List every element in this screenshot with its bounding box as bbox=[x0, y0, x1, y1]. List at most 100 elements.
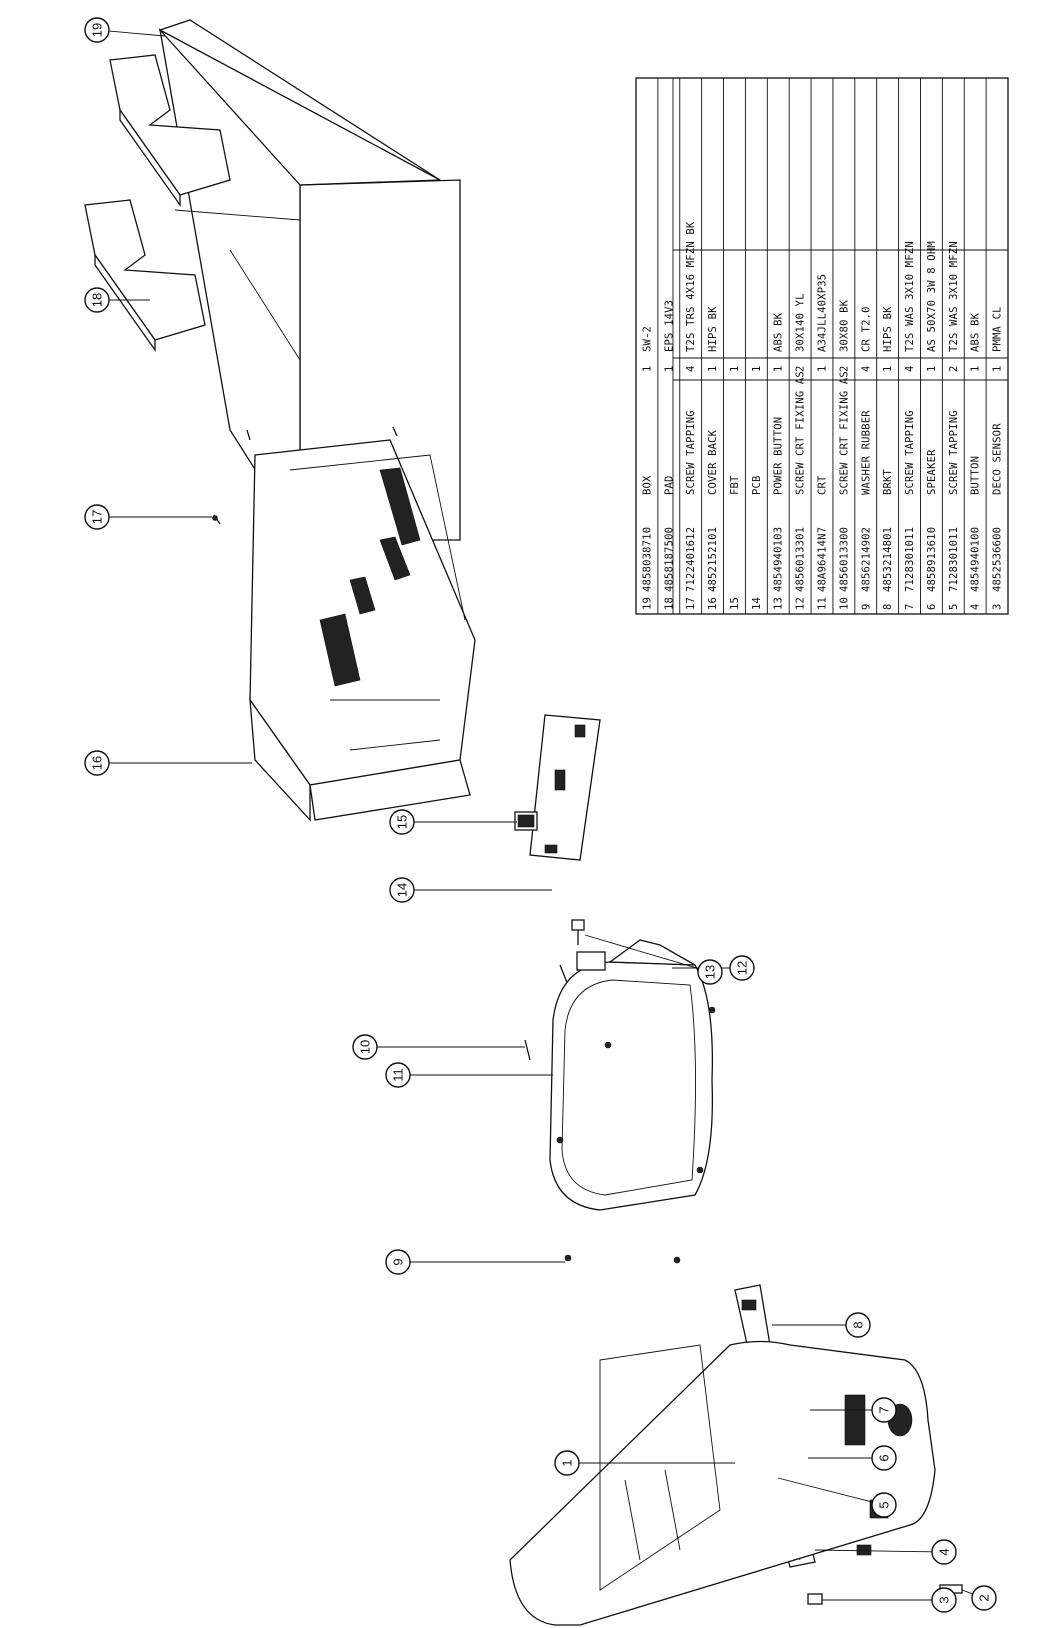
leader-line-13 bbox=[584, 934, 699, 970]
bom-cell-description: PAD bbox=[663, 475, 675, 495]
bom-cell-description: SCREW CRT FIXING AS bbox=[838, 371, 850, 495]
bom-cell-description: COVER BACK bbox=[707, 429, 719, 495]
callout-6: 6 bbox=[871, 1445, 897, 1471]
callout-circle-4 bbox=[931, 1539, 957, 1565]
bom-cell-description: PCB bbox=[751, 475, 763, 495]
callout-3: 3 bbox=[931, 1587, 957, 1613]
part-11-crt bbox=[549, 939, 716, 1211]
bom-cell-description: DECO SENSOR bbox=[992, 423, 1004, 495]
bom-cell-part-no: 4856214902 bbox=[860, 527, 872, 592]
callout-label-8: 8 bbox=[851, 1321, 866, 1328]
callout-label-9: 9 bbox=[391, 1258, 406, 1265]
callout-circle-2 bbox=[971, 1585, 997, 1611]
bom-cell-spec: AS 50X70 3W 8 OHM bbox=[926, 241, 938, 352]
bom-row: 17 7122401612 SCREW TAPPING 4 T2S TRS 4X16 M… bbox=[685, 221, 697, 610]
bom-cell-qty: 2 bbox=[948, 365, 960, 372]
bom-cell-item: 3 bbox=[992, 603, 1004, 610]
callout-label-19: 19 bbox=[90, 23, 105, 37]
callout-circle-6 bbox=[871, 1445, 897, 1471]
bom-cell-spec: PMMA CL bbox=[992, 306, 1004, 352]
bom-cell-item: 19 bbox=[641, 597, 653, 610]
bom-cell-description: WASHER RUBBER bbox=[860, 410, 872, 495]
callout-label-6: 6 bbox=[877, 1454, 892, 1461]
part-16-cover-back bbox=[249, 439, 476, 822]
bom-cell-description: SCREW TAPPING bbox=[685, 410, 697, 495]
callout-circle-1 bbox=[554, 1450, 580, 1476]
bom-cell-spec: 30X80 BK bbox=[838, 299, 850, 352]
bom-cell-item: 8 bbox=[882, 603, 894, 610]
bom-cell-item: 7 bbox=[904, 603, 916, 610]
bom-cell-spec: A34JLL40XP35 bbox=[817, 274, 829, 352]
bom-cell-part-no: 4858038710 bbox=[641, 527, 653, 592]
bom-cell-qty: 4 bbox=[685, 365, 697, 372]
callout-circle-10 bbox=[352, 1034, 378, 1060]
bom-cell-spec: CR T2.0 bbox=[860, 306, 872, 352]
part-screws-loose bbox=[246, 426, 398, 441]
callout-circle-14 bbox=[389, 877, 415, 903]
callout-label-5: 5 bbox=[877, 1501, 892, 1508]
bom-cell-qty: 1 bbox=[751, 365, 763, 372]
bom-cell-item: 17 bbox=[685, 597, 697, 610]
bom-cell-qty: 1 bbox=[970, 365, 982, 372]
callout-8: 8 bbox=[845, 1312, 871, 1338]
part-9-washers bbox=[564, 1254, 681, 1264]
callout-circle-19 bbox=[84, 17, 110, 43]
bom-cell-spec: HIPS BK bbox=[882, 306, 894, 352]
callout-11: 11 bbox=[385, 1062, 411, 1088]
bom-cell-item: 15 bbox=[729, 597, 741, 610]
callout-circle-9 bbox=[385, 1249, 411, 1275]
bom-cell-qty: 1 bbox=[926, 365, 938, 372]
bom-cell-description: BOX bbox=[641, 475, 653, 495]
callout-circle-11 bbox=[385, 1062, 411, 1088]
bom-cell-qty: 1 bbox=[729, 365, 741, 372]
bom-cell-qty: 1 bbox=[663, 365, 675, 372]
callout-15: 15 bbox=[389, 809, 415, 835]
bom-cell-description: BRKT bbox=[882, 468, 894, 495]
bom-cell-item: 13 bbox=[773, 597, 785, 610]
callout-label-2: 2 bbox=[977, 1594, 992, 1601]
part-18-pads bbox=[84, 54, 231, 353]
bom-cell-qty: 4 bbox=[860, 365, 872, 372]
bom-table: 194858038710BOX1SW-2184858187500PAD1EPS … bbox=[635, 77, 1009, 615]
bom-cell-description: CRT bbox=[817, 475, 829, 495]
callout-label-7: 7 bbox=[877, 1406, 892, 1413]
bom-cell-part-no: 7122401612 bbox=[685, 527, 697, 592]
bom-cell-part-no: 4854940100 bbox=[970, 527, 982, 592]
bom-rows: 194858038710BOX1SW-2184858187500PAD1EPS … bbox=[641, 78, 1004, 614]
bom-cell-part-no: 4858913610 bbox=[926, 527, 938, 592]
callout-10: 10 bbox=[352, 1034, 378, 1060]
part-10-screw bbox=[524, 1039, 531, 1061]
callout-circle-16 bbox=[84, 750, 110, 776]
bom-cell-description: SPEAKER bbox=[926, 449, 938, 495]
bom-cell-part-no: 48A96414N7 bbox=[817, 527, 829, 592]
bom-cell-spec: T2S TRS 4X16 MFZN BK bbox=[685, 221, 697, 352]
part-1-front-cabinet bbox=[509, 1340, 936, 1626]
bom-cell-spec: T2S WAS 3X10 MFZN bbox=[904, 241, 916, 352]
part-14-pcb bbox=[529, 714, 601, 861]
bom-cell-description: SCREW TAPPING bbox=[904, 410, 916, 495]
callout-7: 7 bbox=[871, 1397, 897, 1423]
bom-cell-qty: 2 bbox=[795, 365, 807, 372]
bom-cell-part-no: 4852152101 bbox=[707, 527, 719, 592]
callout-circle-5 bbox=[871, 1492, 897, 1518]
callout-label-4: 4 bbox=[937, 1548, 952, 1555]
callout-label-14: 14 bbox=[395, 883, 410, 897]
callout-circle-3 bbox=[931, 1587, 957, 1613]
callout-circle-18 bbox=[84, 287, 110, 313]
bom-cell-part-no: 7128301011 bbox=[948, 527, 960, 592]
callout-label-11: 11 bbox=[391, 1068, 406, 1082]
callout-9: 9 bbox=[385, 1249, 411, 1275]
bom-cell-item: 4 bbox=[970, 603, 982, 610]
part-3-deco-sensor bbox=[807, 1593, 823, 1605]
leader-line-2 bbox=[961, 1589, 973, 1595]
leader-line-5 bbox=[777, 1477, 873, 1503]
